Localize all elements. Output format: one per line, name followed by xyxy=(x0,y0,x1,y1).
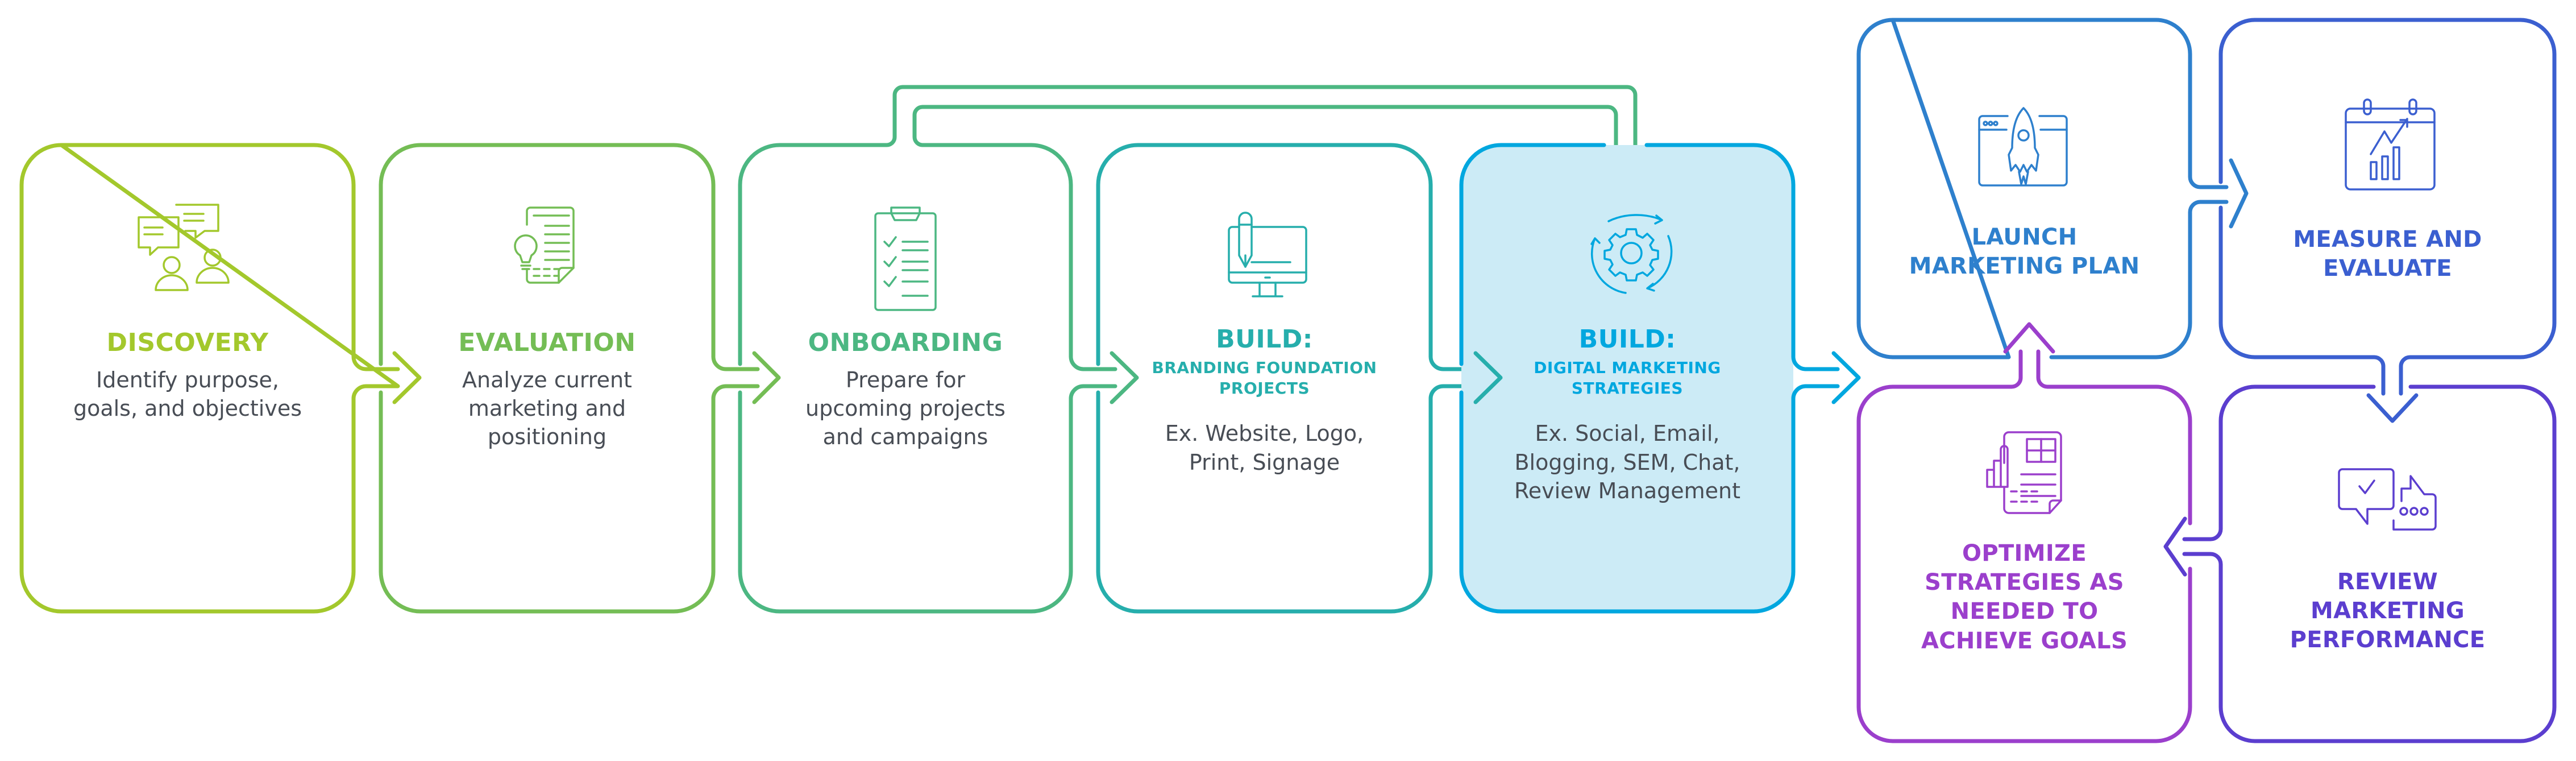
step-subtitle: DIGITAL MARKETING STRATEGIES xyxy=(1534,358,1721,399)
card-build-digital-fill xyxy=(1461,145,1793,611)
description-line: and campaigns xyxy=(822,424,988,449)
arrow-digital-to-cycle xyxy=(1831,351,1861,404)
document-lightbulb-icon xyxy=(514,206,575,284)
title-line: STRATEGIES AS xyxy=(1925,569,2124,596)
arrow-review-to-optimize xyxy=(2163,516,2187,577)
card-measure-border xyxy=(2218,18,2557,396)
title-line: PERFORMANCE xyxy=(2290,627,2486,654)
title-line: EVALUATE xyxy=(2323,255,2452,282)
step-evaluation: EVALUATION Analyze current marketing and… xyxy=(381,328,713,451)
arrow-onboarding-to-branding xyxy=(1110,351,1139,404)
report-chart-icon xyxy=(1986,431,2062,514)
title-line: LAUNCH xyxy=(1971,224,2078,250)
step-subtitle: BRANDING FOUNDATION PROJECTS xyxy=(1152,358,1377,399)
description-line: marketing and xyxy=(468,395,626,421)
title-line: REVIEW xyxy=(2337,569,2438,595)
cycle-measure: MEASURE AND EVALUATE xyxy=(2221,225,2554,283)
rocket-browser-icon xyxy=(1978,107,2068,187)
title-line: OPTIMIZE xyxy=(1962,540,2087,566)
calendar-chart-icon xyxy=(2345,98,2436,191)
step-description: Identify purpose, goals, and objectives xyxy=(73,366,302,423)
step-title: BUILD: xyxy=(1216,325,1313,354)
card-launch-border xyxy=(1856,18,2229,359)
description-line: Ex. Website, Logo, xyxy=(1165,421,1364,446)
card-evaluation-border xyxy=(379,143,760,614)
step-title: BUILD: xyxy=(1578,325,1676,354)
title-line: MEASURE AND xyxy=(2293,226,2482,253)
subtitle-line: PROJECTS xyxy=(1219,378,1310,398)
subtitle-line: STRATEGIES xyxy=(1571,378,1684,398)
description-line: upcoming projects xyxy=(805,395,1006,421)
arrow-evaluation-to-onboarding xyxy=(752,351,781,404)
chat-review-icon xyxy=(2338,468,2437,531)
card-discovery-border xyxy=(19,143,400,614)
title-line: ACHIEVE GOALS xyxy=(1921,627,2128,654)
step-description: Analyze current marketing and positionin… xyxy=(462,366,632,451)
description-line: Prepare for xyxy=(845,367,966,392)
clipboard-checklist-icon xyxy=(874,206,937,311)
step-description: Ex. Social, Email, Blogging, SEM, Chat, … xyxy=(1514,419,1740,504)
step-description: Ex. Website, Logo, Print, Signage xyxy=(1165,419,1364,476)
card-optimize-border xyxy=(1856,349,2192,743)
subtitle-line: BRANDING FOUNDATION xyxy=(1152,358,1377,377)
arrow-launch-to-measure xyxy=(2229,158,2249,229)
title-line: NEEDED TO xyxy=(1950,598,2099,625)
subtitle-line: DIGITAL MARKETING xyxy=(1534,358,1721,377)
arrow-discovery-to-evaluation xyxy=(392,351,422,404)
description-line: Ex. Social, Email, xyxy=(1535,421,1720,446)
cycle-optimize: OPTIMIZE STRATEGIES AS NEEDED TO ACHIEVE… xyxy=(1859,539,2190,656)
title-line: MARKETING xyxy=(2310,598,2465,624)
step-discovery: DISCOVERY Identify purpose, goals, and o… xyxy=(22,328,354,423)
arrow-branding-to-digital xyxy=(1473,351,1503,404)
card-build-branding-border xyxy=(1096,143,1477,614)
description-line: positioning xyxy=(487,424,607,449)
gear-cycle-icon xyxy=(1590,214,1673,294)
description-line: Identify purpose, xyxy=(96,367,279,392)
arrow-measure-to-review xyxy=(2366,393,2419,423)
card-onboarding-border xyxy=(738,85,1638,614)
monitor-pencil-icon xyxy=(1228,212,1307,297)
step-build-digital: BUILD: DIGITAL MARKETING STRATEGIES Ex. … xyxy=(1461,325,1793,505)
arrow-optimize-to-launch xyxy=(2003,322,2055,354)
description-line: Blogging, SEM, Chat, xyxy=(1514,449,1740,475)
step-title: DISCOVERY xyxy=(106,328,269,357)
description-line: Print, Signage xyxy=(1189,449,1340,475)
description-line: Review Management xyxy=(1514,478,1740,503)
description-line: Analyze current xyxy=(462,367,632,392)
step-title: ONBOARDING xyxy=(808,328,1003,357)
step-build-branding: BUILD: BRANDING FOUNDATION PROJECTS Ex. … xyxy=(1098,325,1431,477)
card-build-digital-border xyxy=(1459,143,1840,614)
step-title: EVALUATION xyxy=(458,328,636,357)
step-description: Prepare for upcoming projects and campai… xyxy=(805,366,1006,451)
description-line: goals, and objectives xyxy=(73,395,302,421)
title-line: MARKETING PLAN xyxy=(1909,253,2140,280)
card-review-border xyxy=(2182,384,2557,743)
cycle-launch: LAUNCH MARKETING PLAN xyxy=(1859,223,2190,281)
step-onboarding: ONBOARDING Prepare for upcoming projects… xyxy=(740,328,1071,451)
discussion-people-icon xyxy=(138,204,230,291)
cycle-review: REVIEW MARKETING PERFORMANCE xyxy=(2221,568,2554,655)
